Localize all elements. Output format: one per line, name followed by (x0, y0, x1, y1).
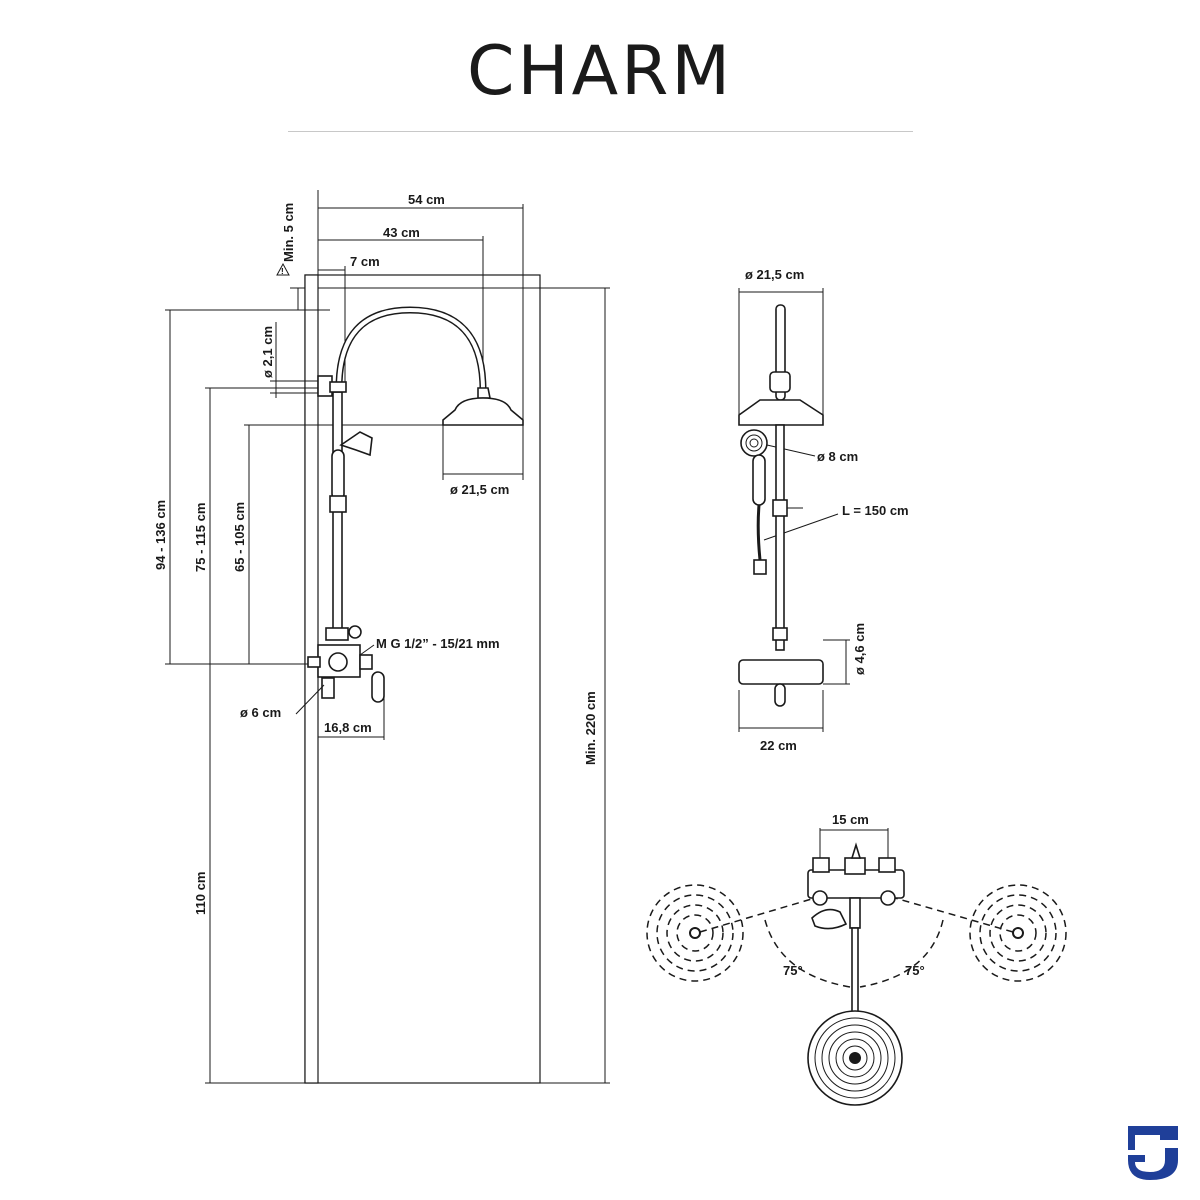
mixer-lever (371, 671, 385, 703)
right-angle-arc (859, 919, 944, 988)
top-dial-left (812, 890, 828, 906)
riser-pipe (332, 391, 343, 635)
dim-94-136-label: 94 - 136 cm (153, 500, 168, 570)
brand-logo (1128, 1126, 1178, 1180)
front-head-shower (738, 399, 824, 426)
mixer-bottom-outlet (321, 677, 335, 699)
hand-shower-handle (331, 449, 345, 501)
thread-leader (359, 644, 375, 656)
top-arm (851, 927, 859, 1014)
mixer-top-nut (325, 627, 349, 641)
dim-16-8-label: 16,8 cm (324, 720, 372, 735)
page-title: CHARM (466, 32, 734, 111)
warning-icon (276, 262, 290, 276)
dim-75-115-label: 75 - 115 cm (193, 503, 208, 572)
top-angle-left: 75° (783, 963, 803, 978)
right-swing-circle-3 (989, 904, 1047, 962)
left-swing-circle-4 (676, 914, 714, 952)
dim-43-label: 43 cm (383, 225, 420, 240)
front-holder (772, 499, 788, 517)
right-swing-circle-4 (999, 914, 1037, 952)
head-shower-side (442, 397, 524, 426)
dim-7-label: 7 cm (350, 254, 380, 269)
dim-diam6-label: ø 6 cm (240, 705, 281, 720)
front-hose (756, 504, 762, 561)
left-swing-center (689, 927, 701, 939)
top-inlet-left (812, 857, 830, 873)
front-width22-label: 22 cm (760, 738, 797, 753)
diam6-leader (295, 684, 325, 715)
right-swing-center (1012, 927, 1024, 939)
title-divider (288, 131, 913, 132)
top-view: 15 cm 75° 75° (646, 812, 1067, 1106)
front-hose-end (753, 559, 767, 575)
dim-min5-label: Min. 5 cm (281, 203, 296, 262)
front-coupling (772, 627, 788, 641)
top-hand-shower (811, 908, 848, 930)
right-swing-circle-2 (979, 894, 1057, 972)
diverter-knob (348, 625, 362, 639)
right-swing-circle-1 (969, 884, 1067, 982)
front-view: ø 21,5 cm ø 8 cm L = 150 cm ø 4,6 cm 22 … (738, 267, 909, 753)
left-swing-arm (699, 897, 816, 933)
front-mixer-lever (774, 683, 786, 707)
top-angle-right: 75° (905, 963, 925, 978)
top-dial-right (880, 890, 896, 906)
logo-top-shape (1128, 1126, 1178, 1150)
front-arm-joint (769, 371, 791, 393)
dim-54-label: 54 cm (408, 192, 445, 207)
top-head-ring-6 (842, 1045, 868, 1071)
top-head-ring-3 (821, 1024, 889, 1092)
side-view: 54 cm 43 cm 7 cm Min. 5 cm ! 94 - 136 cm… (153, 190, 610, 1084)
mixer-dial (328, 652, 348, 672)
left-angle-arc (764, 919, 851, 988)
mixer-handle-base (359, 654, 373, 670)
warning-icon-mark: ! (281, 267, 284, 276)
thread-label: M G 1/2” - 15/21 mm (376, 636, 500, 651)
hand-shower-holder (329, 495, 347, 513)
dim-110-label: 110 cm (193, 872, 208, 915)
front-riser (775, 424, 785, 651)
front-mixer-body (738, 659, 824, 685)
top-head-ring-4 (828, 1031, 882, 1085)
hand-diam-leader (766, 444, 816, 457)
top-inlet-right (878, 857, 896, 873)
front-hand-shower-inner (749, 438, 759, 448)
top-valve-spindle (850, 842, 862, 859)
left-swing-circle-2 (656, 894, 734, 972)
mixer-inlet (307, 656, 321, 668)
dim-head-label: ø 21,5 cm (450, 482, 509, 497)
right-swing-arm (894, 897, 1014, 933)
dim-min220-label: Min. 220 cm (583, 691, 598, 765)
front-head-label: ø 21,5 cm (745, 267, 804, 282)
gooseneck-arm-inner (337, 307, 485, 391)
arm-coupling (329, 381, 347, 393)
dim-65-105-label: 65 - 105 cm (232, 502, 247, 572)
top-head-ring-2 (814, 1017, 896, 1099)
front-hand-shower-outer (740, 429, 768, 457)
front-hand-handle (752, 454, 766, 506)
wall-section (304, 274, 319, 1084)
front-hand-label: ø 8 cm (817, 449, 858, 464)
front-hose-label: L = 150 cm (842, 503, 909, 518)
top-riser-base (849, 897, 861, 929)
hose-leader (763, 513, 839, 541)
top-head-ring-5 (835, 1038, 875, 1078)
front-hand-shower-mid (745, 434, 763, 452)
dim-diam21-label: ø 2,1 cm (260, 326, 275, 378)
top-head-center (849, 1052, 861, 1064)
top-spacing-label: 15 cm (832, 812, 869, 827)
left-swing-circle-1 (646, 884, 744, 982)
head-neck (477, 387, 491, 399)
left-swing-circle-3 (666, 904, 724, 962)
front-diam46-label: ø 4,6 cm (852, 623, 867, 675)
hand-shower-head (339, 431, 373, 457)
top-center-nut (844, 857, 866, 875)
logo-bottom-shape (1128, 1148, 1178, 1180)
